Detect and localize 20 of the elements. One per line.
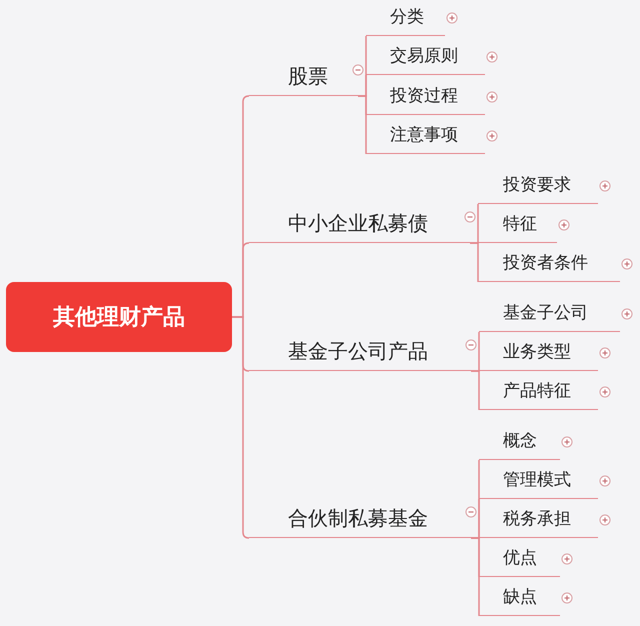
subtopic: 税务承担 (479, 500, 598, 538)
subtopic: 业务类型 (479, 333, 598, 371)
subtopic: 分类 (366, 0, 445, 36)
subtopic: 特征 (478, 205, 557, 243)
subtopic: 投资者条件 (478, 244, 620, 282)
subtopic: 产品特征 (479, 372, 598, 410)
subtopic: 缺点 (479, 578, 560, 616)
subtopic: 交易原则 (366, 37, 485, 75)
subtopic: 概念 (479, 422, 560, 460)
subtopic: 管理模式 (479, 461, 598, 499)
connector-line (358, 95, 367, 154)
subtopic: 优点 (479, 539, 560, 577)
connector-line (471, 370, 480, 410)
subtopic: 投资过程 (366, 77, 485, 115)
subtopic: 投资要求 (478, 166, 598, 204)
connector-line (471, 537, 480, 616)
connector-line (470, 242, 479, 282)
subtopic: 基金子公司 (479, 294, 620, 332)
root-topic-box: 其他理财产品 (6, 282, 232, 352)
subtopic: 注意事项 (366, 116, 485, 154)
